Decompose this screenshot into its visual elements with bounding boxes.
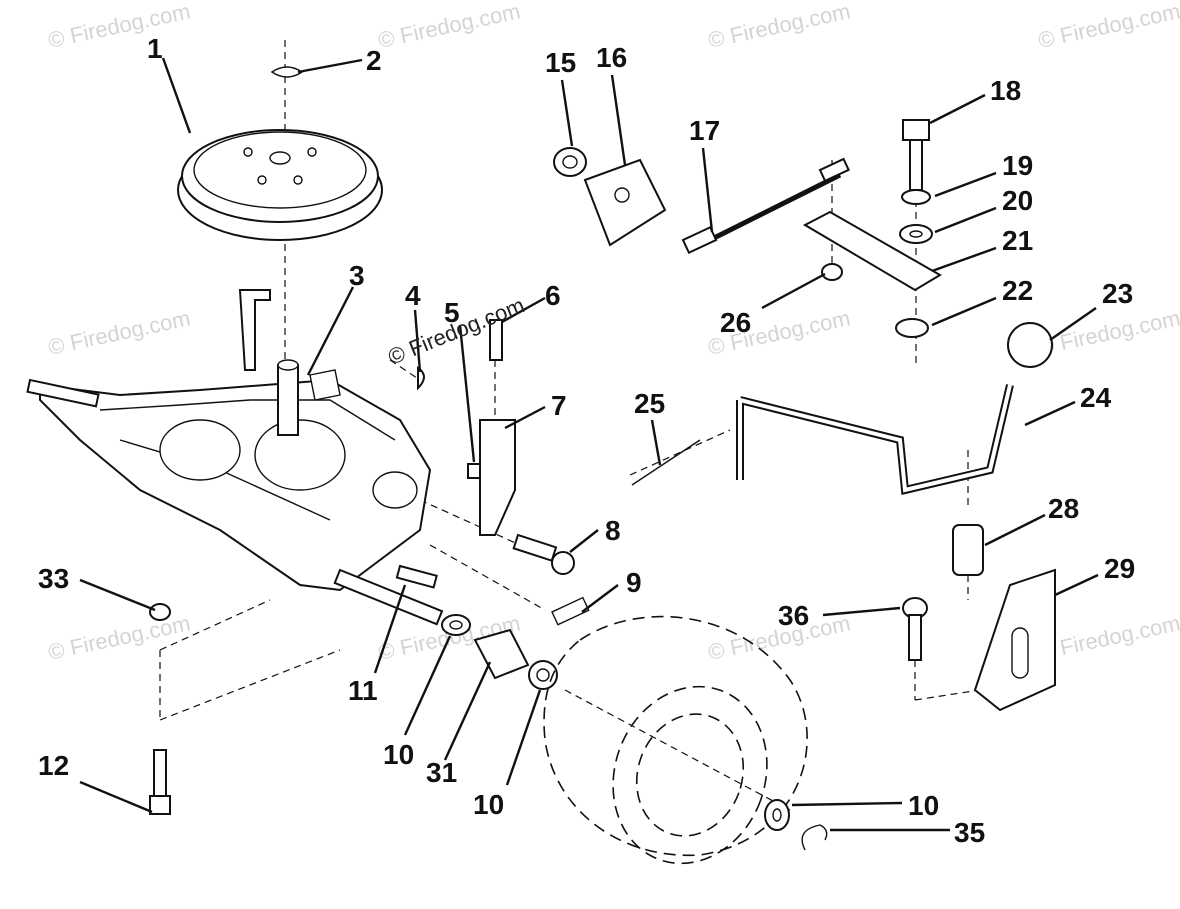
callout-10: 10 (473, 789, 504, 820)
bolt (489, 319, 503, 361)
spring (551, 596, 590, 626)
lock-washer (901, 189, 931, 205)
watermark: © Firedog.com (46, 610, 193, 665)
callout-15: 15 (545, 47, 576, 78)
callout-17: 17 (689, 115, 720, 146)
leader-lines (79, 57, 1099, 832)
square-key (395, 564, 438, 589)
callout-1: 1 (147, 33, 163, 64)
callout-21: 21 (1002, 225, 1033, 256)
watermark: © Firedog.com (1036, 0, 1180, 53)
callout-7: 7 (551, 390, 567, 421)
hex-nut (149, 603, 171, 621)
callout-16: 16 (596, 42, 627, 73)
pulley (177, 129, 383, 241)
lever-plate (802, 210, 942, 292)
callout-24: 24 (1080, 382, 1112, 413)
screw (902, 597, 928, 661)
callout-3: 3 (349, 260, 365, 291)
hex-bolt (902, 119, 930, 191)
callout-33: 33 (38, 563, 69, 594)
callout-18: 18 (990, 75, 1021, 106)
bracket (479, 419, 516, 536)
callout-8: 8 (605, 515, 621, 546)
callout-19: 19 (1002, 150, 1033, 181)
hex-bolt (149, 749, 171, 815)
callout-35: 35 (954, 817, 985, 848)
callout-4: 4 (405, 280, 421, 311)
callout-29: 29 (1104, 553, 1135, 584)
spacer (473, 628, 530, 680)
cotter-pin (631, 439, 701, 486)
watermark: © Firedog.com (706, 0, 853, 53)
callout-10: 10 (908, 790, 939, 821)
wheel-tire (543, 615, 808, 865)
callout-6: 6 (545, 280, 561, 311)
callout-2: 2 (366, 45, 382, 76)
callout-25: 25 (634, 388, 665, 419)
watermark: © Firedog.com (1036, 610, 1180, 665)
transaxle-assembly (26, 289, 444, 626)
callout-36: 36 (778, 600, 809, 631)
callout-labels: 1 2 3 4 5 6 7 8 9 10 10 10 11 12 15 16 1… (38, 33, 1135, 848)
callout-5: 5 (444, 297, 460, 328)
shoulder-bolt (512, 533, 575, 575)
e-clip (801, 824, 828, 851)
spacer (821, 263, 843, 281)
callout-28: 28 (1048, 493, 1079, 524)
callout-20: 20 (1002, 185, 1033, 216)
knob (1007, 322, 1053, 368)
watermark: © Firedog.com (46, 0, 193, 53)
control-rod (681, 157, 850, 255)
angle-bracket (583, 158, 667, 247)
callout-10: 10 (383, 739, 414, 770)
watermark: © Firedog.com (1036, 305, 1180, 360)
callout-26: 26 (720, 307, 751, 338)
callout-22: 22 (1002, 275, 1033, 306)
square-hole-washer (895, 318, 929, 338)
callout-12: 12 (38, 750, 69, 781)
callout-9: 9 (626, 567, 642, 598)
callout-11: 11 (348, 675, 378, 706)
watermark: © Firedog.com (46, 305, 193, 360)
extension-spring (952, 524, 984, 576)
watermark: © Firedog.com (376, 0, 523, 53)
callout-23: 23 (1102, 278, 1133, 309)
callout-31: 31 (426, 757, 457, 788)
retaining-clip (270, 66, 304, 78)
